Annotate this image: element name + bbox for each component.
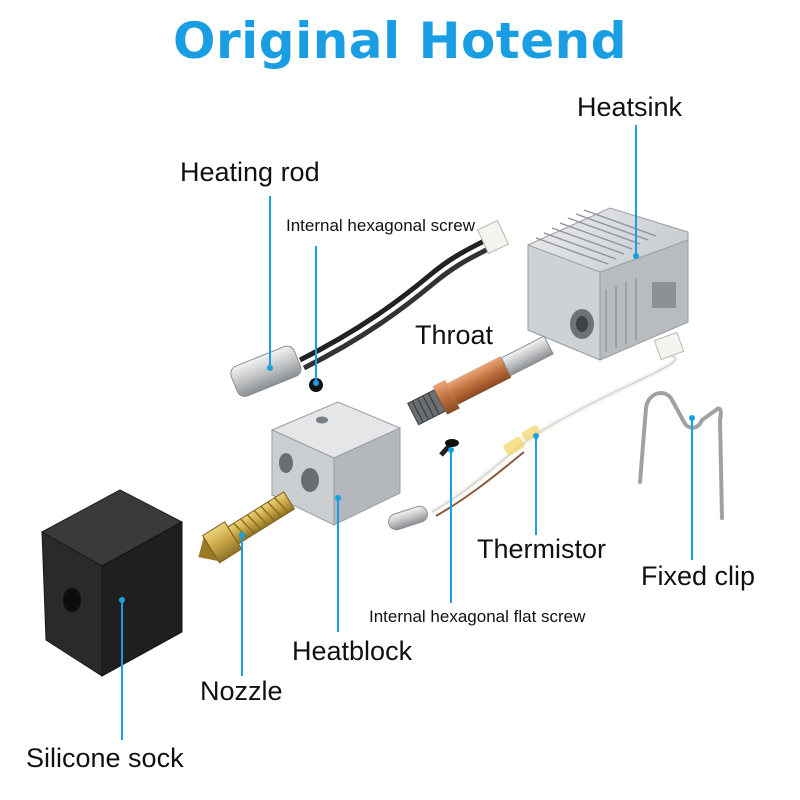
label-heating-rod: Heating rod	[180, 157, 320, 187]
label-silicone-sock: Silicone sock	[26, 743, 184, 773]
heatsink-part	[527, 207, 689, 361]
flat-screw-part	[439, 439, 459, 457]
label-heatblock: Heatblock	[292, 636, 413, 666]
throat-part	[407, 335, 554, 426]
label-fixed-clip: Fixed clip	[641, 561, 756, 591]
fixed-clip-part	[638, 391, 724, 520]
label-nozzle: Nozzle	[200, 676, 283, 706]
label-internal-hex-screw: Internal hexagonal screw	[286, 216, 476, 235]
thermistor-part	[388, 331, 685, 531]
label-thermistor: Thermistor	[477, 534, 607, 564]
label-throat: Throat	[415, 320, 494, 350]
page-title: Original Hotend	[172, 12, 627, 70]
heating-rod-part	[230, 219, 510, 397]
label-heatsink: Heatsink	[577, 92, 683, 122]
label-internal-hex-flat-screw: Internal hexagonal flat screw	[369, 607, 586, 626]
nozzle-part	[198, 491, 296, 564]
silicone-sock-part	[40, 489, 184, 677]
leader-lines	[119, 125, 695, 740]
